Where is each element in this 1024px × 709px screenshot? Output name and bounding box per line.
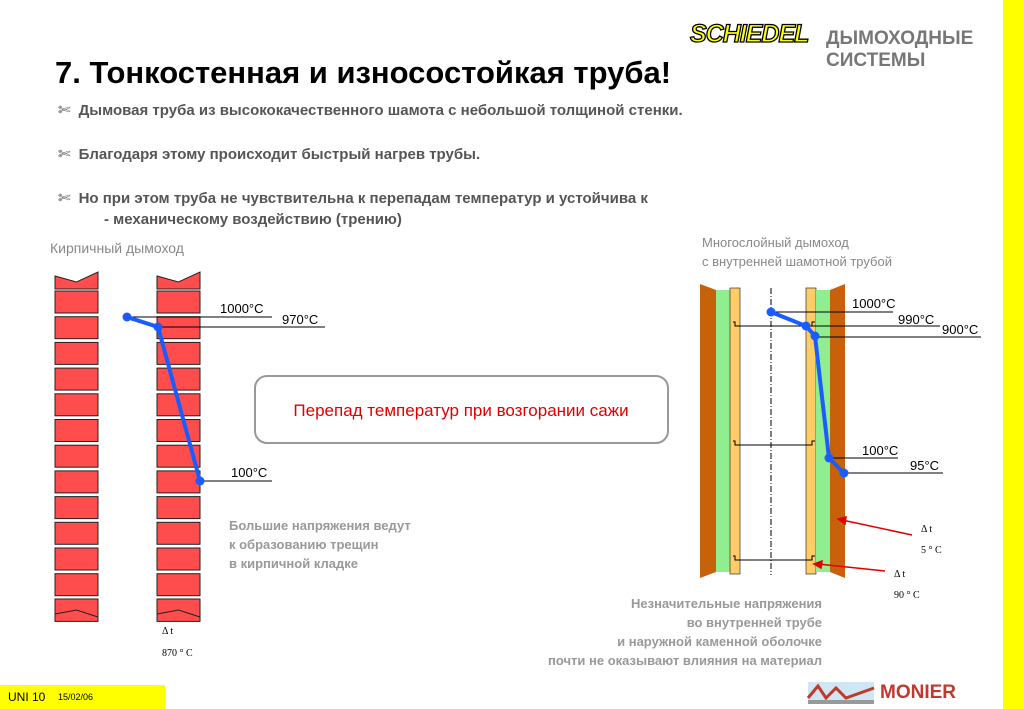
scissors-icon: ✄ xyxy=(58,146,71,163)
multilayer-chimney xyxy=(700,284,981,578)
bullet-3-continuation: - механическому воздействию (трению) xyxy=(104,211,402,228)
brand-tagline-2: СИСТЕМЫ xyxy=(826,50,926,71)
right-diagram-caption-1: Многослойный дымоход xyxy=(702,235,849,250)
red-arrows xyxy=(812,516,913,572)
right-point xyxy=(824,453,834,463)
schiedel-logo: SCHIEDEL xyxy=(689,19,810,48)
note-line: во внутренней трубе xyxy=(686,615,822,630)
brick xyxy=(156,290,201,314)
brick xyxy=(54,521,99,545)
brick xyxy=(156,271,201,290)
left-temperature-lines xyxy=(127,316,325,482)
right-label-95: 95°C xyxy=(910,458,939,473)
bullet-3: ✄ Но при этом труба не чувствительна к пе… xyxy=(58,189,648,207)
left-label-970: 970°C xyxy=(282,312,318,327)
center-box-text: Перепад температур при возгорании сажи xyxy=(293,401,628,420)
note-line: в кирпичной кладке xyxy=(229,556,358,571)
center-box xyxy=(254,375,669,444)
scissors-icon: ✄ xyxy=(58,190,71,207)
bullet-1: ✄ Дымовая труба из высококачественного ша… xyxy=(58,101,683,119)
brick xyxy=(54,393,99,417)
bullet-2: ✄ Благодаря этому происходит быстрый нагр… xyxy=(58,145,480,163)
brick xyxy=(156,470,201,494)
right-label-100: 100°C xyxy=(862,443,898,458)
brick xyxy=(156,521,201,545)
left-label-1000: 1000°C xyxy=(220,301,264,316)
brick xyxy=(156,419,201,442)
note-line: к образованию трещин xyxy=(229,537,379,552)
right-point xyxy=(810,331,820,341)
brand-tagline-1: ДЫМОХОДНЫЕ xyxy=(826,28,974,49)
brick xyxy=(156,316,201,340)
right-label-990: 990°C xyxy=(898,312,934,327)
brick-walls xyxy=(54,271,201,622)
brick xyxy=(54,573,99,597)
note-line: и наружной каменной оболочке xyxy=(617,634,822,649)
left-point xyxy=(122,312,132,322)
brick xyxy=(54,290,99,314)
brick xyxy=(54,444,99,468)
left-point xyxy=(153,322,163,332)
brick xyxy=(54,598,99,618)
brick xyxy=(54,496,99,520)
right-point xyxy=(839,468,849,478)
brick xyxy=(156,573,201,597)
left-delta-label: Δ t xyxy=(162,626,173,637)
right-delta1-label: Δ t xyxy=(921,524,932,535)
scissors-icon: ✄ xyxy=(58,102,71,119)
brick xyxy=(54,470,99,494)
left-delta-value: 870 ° C xyxy=(162,648,193,659)
right-point xyxy=(801,321,811,331)
slide-date: 15/02/06 xyxy=(58,692,94,702)
bullet-text: Но при этом труба не чувствительна к пер… xyxy=(78,190,648,207)
note-line: Незначительные напряжения xyxy=(630,596,822,611)
left-diagram-caption: Кирпичный дымоход xyxy=(50,240,184,256)
slide-code: UNI 10 xyxy=(8,690,46,704)
brick xyxy=(156,547,201,571)
left-point xyxy=(195,476,205,486)
brick xyxy=(54,341,99,365)
note-line: почти не оказывают влияния на материал xyxy=(548,653,822,668)
brick xyxy=(54,316,99,340)
left-note: Большие напряжения ведут к образованию т… xyxy=(229,516,411,573)
brick xyxy=(54,271,99,290)
brick xyxy=(156,598,201,618)
monier-logo: MONIER xyxy=(880,682,956,703)
right-delta2-label: Δ t xyxy=(894,569,905,580)
brick xyxy=(156,444,201,468)
right-label-900: 900°C xyxy=(942,322,978,337)
right-label-1000: 1000°C xyxy=(852,296,896,311)
brick xyxy=(156,367,201,391)
right-diagram-caption-2: с внутренней шамотной трубой xyxy=(702,254,892,269)
bullet-text: Дымовая труба из высококачественного шам… xyxy=(78,102,683,119)
slide-title: 7. Тонкостенная и износостойкая труба! xyxy=(55,55,672,90)
yellow-side-bar xyxy=(1003,0,1024,709)
note-line: Большие напряжения ведут xyxy=(229,518,411,533)
brick xyxy=(54,547,99,571)
brick xyxy=(156,496,201,520)
bullet-text: Благодаря этому происходит быстрый нагре… xyxy=(78,146,481,163)
right-note: Незначительные напряжения во внутренней … xyxy=(548,594,822,670)
brick xyxy=(54,367,99,391)
right-point xyxy=(766,307,776,317)
brick xyxy=(54,419,99,442)
footer-bar: UNI 10 15/02/06 xyxy=(0,685,165,709)
right-delta1-value: 5 ° C xyxy=(921,545,942,556)
left-label-100: 100°C xyxy=(231,465,267,480)
right-delta2-value: 90 ° C xyxy=(894,590,920,601)
